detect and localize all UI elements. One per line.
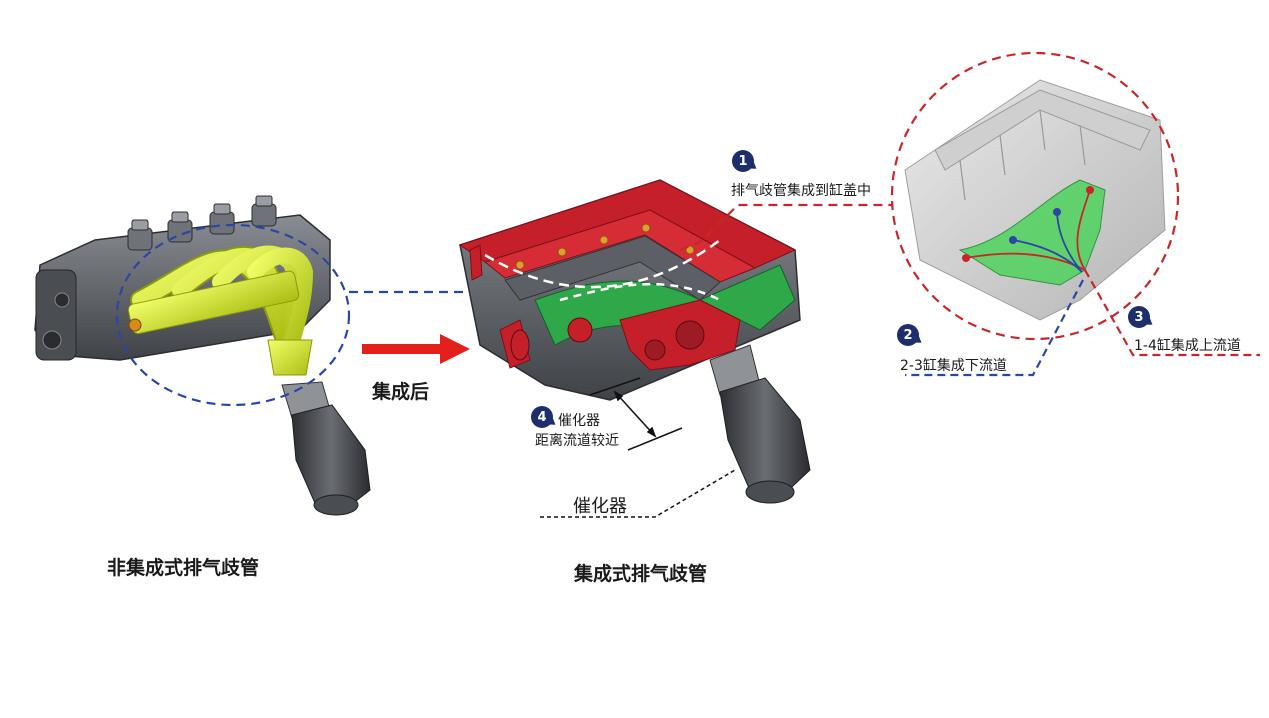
catalyst-label: 催化器	[573, 496, 627, 517]
callout-2-connector	[905, 279, 1084, 377]
callout-3-text: 1-4缸集成上流道	[1134, 338, 1241, 354]
integrated-title: 集成式排气歧管	[574, 563, 708, 585]
flow-highlight-circle	[890, 51, 1180, 341]
integrated-head-illustration	[458, 179, 811, 504]
integration-arrow	[362, 334, 470, 364]
callout-badge-2: 2	[897, 324, 919, 346]
callout-2-text: 2-3缸集成下流道	[900, 358, 1007, 374]
callout-4-dimension	[589, 377, 683, 451]
non-integrated-title: 非集成式排气歧管	[107, 557, 260, 579]
callout-badge-3: 3	[1128, 306, 1150, 328]
catalyst-leader-line	[540, 469, 736, 518]
after-integration-label: 集成后	[372, 381, 430, 403]
callout-1-connector	[679, 203, 892, 252]
manifold-highlight-ellipse	[115, 223, 351, 407]
callout-4-text-line1: 催化器	[558, 413, 600, 429]
callout-3-connector	[1084, 269, 1260, 357]
callout-badge-1: 1	[732, 150, 754, 172]
non-integrated-engine-illustration	[34, 195, 371, 516]
callout-badge-4: 4	[531, 406, 553, 428]
callout-4-text-line2: 距离流道较近	[535, 433, 619, 449]
flow-passage-illustration	[904, 79, 1166, 321]
callout-1-text: 排气歧管集成到缸盖中	[731, 183, 871, 199]
